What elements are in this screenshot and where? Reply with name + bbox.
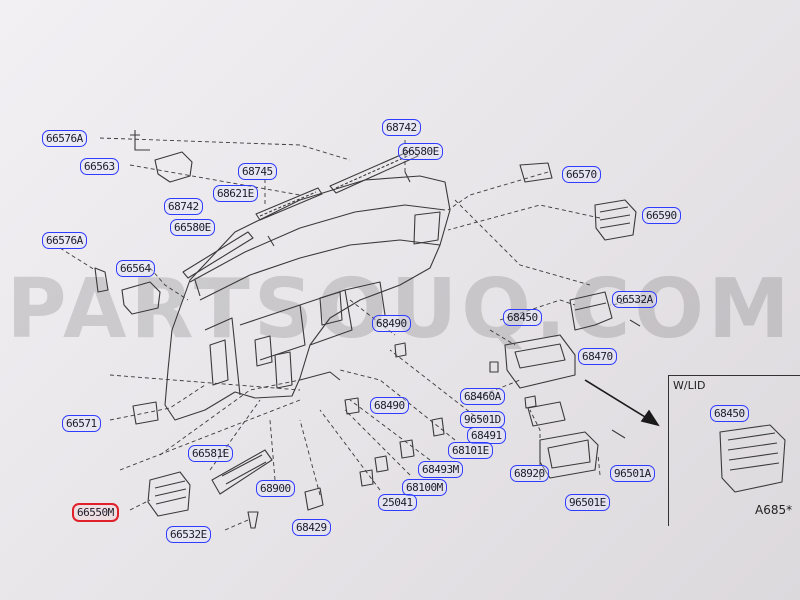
callout-68100M[interactable]: 68100M	[402, 479, 447, 496]
callout-96501A[interactable]: 96501A	[610, 465, 655, 482]
side-vent-lower-part	[121, 281, 161, 315]
callout-68450[interactable]: 68450	[503, 309, 542, 326]
lower-cover-panel	[211, 449, 273, 495]
vent-right-part	[519, 162, 553, 183]
callout-68491[interactable]: 68491	[467, 427, 506, 444]
lower-vent-part	[147, 471, 191, 517]
defroster-grille-left	[255, 187, 323, 221]
inset-frame	[668, 375, 800, 526]
callout-66576A-mid[interactable]: 66576A	[42, 232, 87, 249]
callout-25041[interactable]: 25041	[378, 494, 417, 511]
inset-pointer-arrow	[584, 379, 660, 427]
callout-68460A[interactable]: 68460A	[460, 388, 505, 405]
callout-66563[interactable]: 66563	[80, 158, 119, 175]
dashboard-outline	[164, 175, 451, 421]
callout-96501E[interactable]: 96501E	[565, 494, 610, 511]
callout-68429[interactable]: 68429	[292, 519, 331, 536]
callout-66571[interactable]: 66571	[62, 415, 101, 432]
callout-66532A[interactable]: 66532A	[612, 291, 657, 308]
diagram-code: A685*	[755, 503, 793, 517]
switch-left-part	[132, 401, 159, 425]
callout-68490-upper[interactable]: 68490	[372, 315, 411, 332]
callout-68450-inset[interactable]: 68450	[710, 405, 749, 422]
callout-68745[interactable]: 68745	[238, 163, 277, 180]
side-defroster-strip	[182, 231, 254, 279]
side-vent-upper-part	[154, 151, 193, 183]
callout-68490-lower[interactable]: 68490	[370, 397, 409, 414]
callout-68920[interactable]: 68920	[510, 465, 549, 482]
callout-66550M-selected[interactable]: 66550M	[72, 503, 119, 522]
callout-66580E-top[interactable]: 66580E	[398, 143, 443, 160]
callout-66570[interactable]: 66570	[562, 166, 601, 183]
callout-66532E[interactable]: 66532E	[166, 526, 211, 543]
vent-far-right-part	[594, 199, 637, 241]
callout-68621E[interactable]: 68621E	[213, 185, 258, 202]
console-box-part	[504, 334, 576, 389]
bolt-part	[130, 130, 150, 151]
callout-66581E[interactable]: 66581E	[188, 445, 233, 462]
callout-66590[interactable]: 66590	[642, 207, 681, 224]
callout-96501D[interactable]: 96501D	[460, 411, 505, 428]
watermark-text: PARTSOUQ.COM	[6, 262, 794, 357]
inset-title: W/LID	[673, 379, 706, 392]
callout-68742-left[interactable]: 68742	[164, 198, 203, 215]
callout-68900[interactable]: 68900	[256, 480, 295, 497]
inset-vent-part	[719, 424, 786, 493]
callout-68493M[interactable]: 68493M	[418, 461, 463, 478]
callout-66580E-left[interactable]: 66580E	[170, 219, 215, 236]
callout-66564[interactable]: 66564	[116, 260, 155, 277]
callout-68470[interactable]: 68470	[578, 348, 617, 365]
callout-68742-top[interactable]: 68742	[382, 119, 421, 136]
clip-part	[304, 487, 324, 511]
callout-66576A-top[interactable]: 66576A	[42, 130, 87, 147]
defroster-grille-center	[329, 149, 419, 194]
bracket-part	[569, 291, 613, 331]
callout-68101E[interactable]: 68101E	[448, 442, 493, 459]
